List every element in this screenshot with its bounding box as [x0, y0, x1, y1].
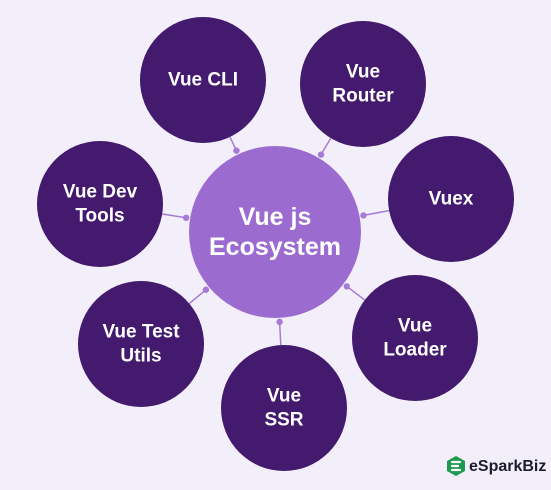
connector-dot-vuex [360, 212, 367, 219]
node-label-vue-cli: Vue CLI [168, 70, 238, 91]
brand-name: eSparkBiz [469, 458, 546, 475]
node-label-vuex: Vuex [429, 189, 474, 210]
node-circle-vuex [388, 136, 514, 262]
connector-dot-vue-router [317, 151, 325, 158]
node-vuex: Vuex [388, 136, 514, 262]
node-label-vue-test-utils: Vue Test [102, 322, 180, 343]
node-label-vue-router: Vue [346, 62, 380, 83]
node-circle-vue-dev-tools [37, 141, 163, 267]
node-circle-vue-ssr [221, 345, 347, 471]
connector-dot-vue-loader [343, 283, 350, 290]
node-label-vue-dev-tools: Tools [75, 206, 124, 227]
hub-label: Vue js [239, 203, 312, 231]
connector-vue-ssr [278, 321, 282, 346]
brand-logo: eSparkBiz [447, 456, 546, 476]
connector-dot-vue-ssr [276, 318, 283, 326]
connector-dot-vue-dev-tools [182, 214, 190, 221]
node-circle-vue-test-utils [78, 281, 204, 407]
esparkbiz-logo-icon [447, 456, 465, 476]
connector-vuex [363, 209, 390, 217]
hub-circle [189, 146, 361, 318]
connectors [162, 136, 390, 346]
node-vue-cli: Vue CLI [140, 17, 266, 143]
node-circle-vue-loader [352, 275, 478, 401]
node-label-vue-loader: Vue [398, 316, 432, 337]
node-label-vue-ssr: SSR [264, 410, 303, 431]
connector-dot-vue-cli [233, 147, 240, 154]
hub-label: Ecosystem [209, 233, 341, 261]
node-circle-vue-cli [140, 17, 266, 143]
connector-vue-loader [346, 285, 366, 301]
node-label-vue-loader: Loader [383, 340, 447, 361]
connector-vue-dev-tools [162, 213, 187, 219]
connector-vue-test-utils [188, 289, 207, 305]
node-label-vue-test-utils: Utils [120, 346, 161, 367]
connector-dot-vue-test-utils [202, 286, 210, 293]
node-label-vue-router: Router [332, 86, 394, 107]
node-label-vue-ssr: Vue [267, 386, 301, 407]
node-circle-vue-router [300, 21, 426, 147]
node-label-vue-dev-tools: Vue Dev [63, 182, 138, 203]
